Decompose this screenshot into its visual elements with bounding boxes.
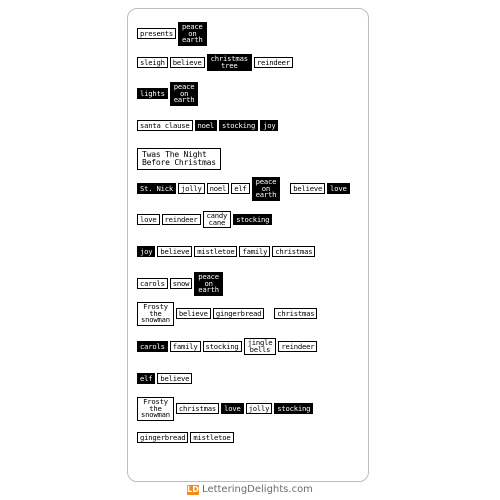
word-stamp: family — [169, 341, 201, 353]
word-stamp: lights — [137, 88, 168, 100]
word-stamp: believe — [157, 373, 193, 384]
word-stamp: presents — [137, 28, 177, 40]
word-stamp: carols — [137, 341, 168, 353]
word-stamp: elf — [137, 373, 156, 384]
word-stamp: love — [137, 214, 160, 226]
word-stamp: reindeer — [278, 341, 318, 353]
word-stamp: jolly — [178, 183, 205, 195]
word-stamp: gingerbread — [137, 432, 189, 443]
word-stamp: jolly — [245, 403, 273, 415]
word-stamp: peace on earth — [194, 272, 223, 296]
word-stamp: love — [221, 403, 244, 415]
word-stamp: noel — [206, 183, 230, 195]
word-stamp: love — [327, 183, 350, 195]
word-stamp: christmas — [272, 246, 316, 257]
word-stamp: mistletoe — [190, 432, 234, 443]
word-stamp: mistletoe — [194, 246, 238, 257]
word-stamp: elf — [231, 183, 250, 195]
word-stamp: stocking — [219, 120, 259, 131]
word-stamp: gingerbread — [212, 308, 265, 320]
word-stamp: believe — [169, 57, 205, 69]
word-stamp: believe — [157, 246, 193, 257]
word-stamp: peace on earth — [169, 82, 199, 106]
word-stamp: noel — [194, 120, 218, 131]
brand-text: LetteringDelights.com — [202, 484, 313, 495]
word-stamp: candy cane — [202, 211, 232, 229]
word-stamp: stocking — [202, 341, 242, 353]
word-stamp: christmas — [175, 403, 220, 415]
word-stamp: reindeer — [253, 57, 293, 69]
word-stamp: peace on earth — [178, 22, 207, 46]
word-stamp: believe — [290, 183, 326, 195]
word-stamp: St. Nick — [137, 183, 177, 195]
brand-logo-icon: LD — [187, 484, 200, 495]
word-stamp: Frosty the snowman — [137, 302, 174, 326]
stamp-row: Twas The Night Before Christmas — [137, 148, 223, 170]
word-stamp: jingle bells — [243, 338, 277, 356]
word-stamp: joy — [260, 120, 279, 131]
word-stamp: christmas — [274, 308, 318, 320]
word-stamp: reindeer — [161, 214, 201, 226]
word-stamp: believe — [175, 308, 211, 320]
word-stamp: stocking — [274, 403, 314, 415]
footer-brand: LD LetteringDelights.com — [0, 484, 500, 495]
word-stamp: Frosty the snowman — [137, 397, 174, 421]
word-stamp: family — [239, 246, 271, 257]
word-stamp: carols — [137, 278, 168, 290]
word-stamp: stocking — [233, 214, 273, 226]
word-stamp: Twas The Night Before Christmas — [137, 148, 221, 170]
word-stamp: peace on earth — [251, 177, 281, 201]
word-stamp: snow — [169, 278, 193, 290]
word-stamp: christmas tree — [206, 54, 252, 72]
word-stamp: sleigh — [137, 57, 168, 69]
word-stamp: santa clause — [137, 120, 193, 131]
word-stamp: joy — [137, 246, 156, 257]
